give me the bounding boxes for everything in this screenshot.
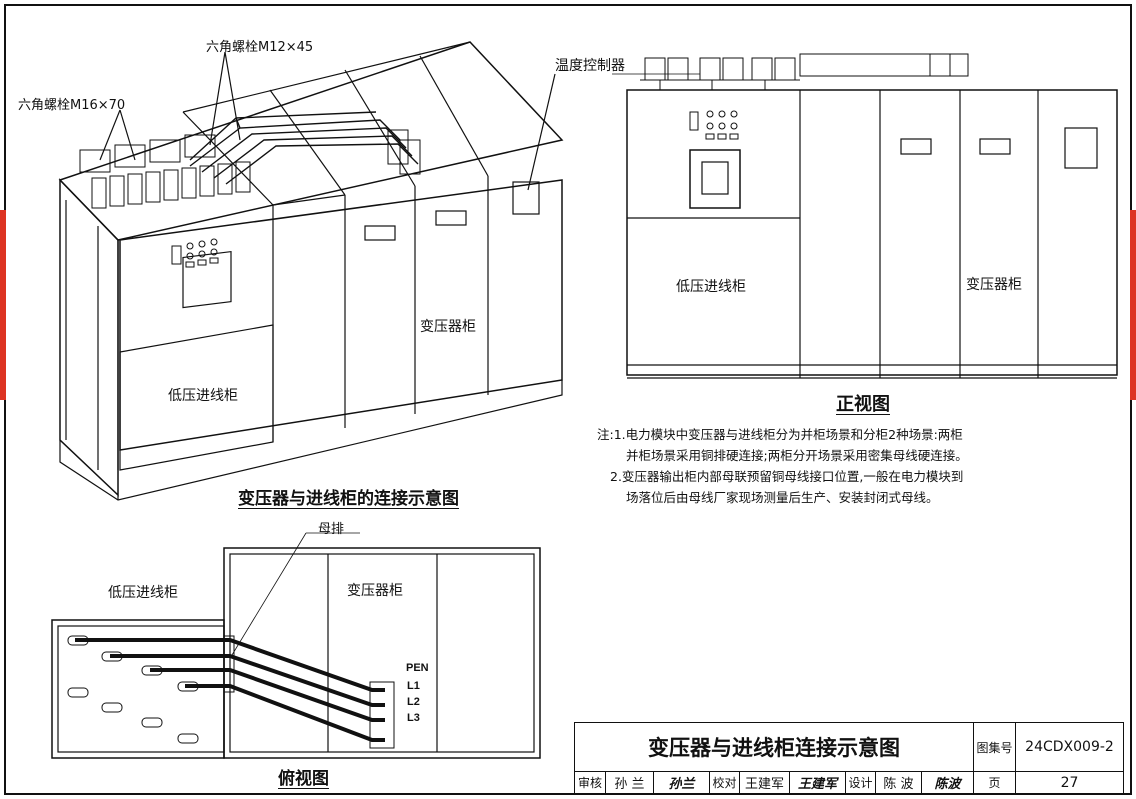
iso-view-drawing xyxy=(58,41,564,501)
front-transformer-cabinet-label: 变压器柜 xyxy=(966,277,1022,293)
terminal-pen-label: PEN xyxy=(406,662,429,674)
checker-signature: 王建军 xyxy=(789,771,845,794)
reviewer-signature: 孙兰 xyxy=(653,771,709,794)
front-lv-cabinet-label: 低压进线柜 xyxy=(676,279,746,295)
busbar-label: 母排 xyxy=(318,522,345,537)
top-view-drawing xyxy=(51,532,541,759)
front-view-title: 正视图 xyxy=(836,394,890,415)
temp-controller-label: 温度控制器 xyxy=(555,58,625,74)
note-line-2: 并柜场景采用铜排硬连接;两柜分开场景采用密集母线硬连接。 xyxy=(626,448,968,463)
checker-name: 王建军 xyxy=(739,771,789,794)
check-label: 校对 xyxy=(709,771,739,794)
top-view-title: 俯视图 xyxy=(278,769,329,789)
iso-view-title: 变压器与进线柜的连接示意图 xyxy=(238,489,459,509)
page-label: 页 xyxy=(973,771,1015,794)
terminal-l1-label: L1 xyxy=(407,680,420,692)
top-transformer-cabinet-label: 变压器柜 xyxy=(347,583,403,599)
review-label: 审核 xyxy=(577,776,602,790)
page-number: 27 xyxy=(1015,771,1123,794)
bolt-m16-label: 六角螺栓M16×70 xyxy=(18,98,126,113)
title-block: 变压器与进线柜连接示意图 图集号 24CDX009-2 审核 孙 兰 孙兰 校对… xyxy=(574,722,1124,794)
front-view-drawing xyxy=(612,53,1118,379)
left-edge-tab xyxy=(0,210,6,400)
reviewer-name: 孙 兰 xyxy=(605,771,653,794)
note-line-3: 2.变压器输出柜内部母联预留铜母线接口位置,一般在电力模块到 xyxy=(610,469,964,484)
iso-transformer-cabinet-label: 变压器柜 xyxy=(420,319,476,335)
top-lv-cabinet-label: 低压进线柜 xyxy=(108,585,178,601)
atlas-no-label: 图集号 xyxy=(973,723,1015,771)
note-line-4: 场落位后由母线厂家现场测量后生产、安装封闭式母线。 xyxy=(626,490,939,505)
designer-name: 陈 波 xyxy=(875,771,921,794)
design-label: 设计 xyxy=(845,771,875,794)
iso-lv-cabinet-label: 低压进线柜 xyxy=(168,388,238,404)
note-line-1: 注:1.电力模块中变压器与进线柜分为并柜场景和分柜2种场景:两柜 xyxy=(597,427,963,442)
bolt-m12-label: 六角螺栓M12×45 xyxy=(206,40,314,55)
terminal-l3-label: L3 xyxy=(407,712,420,724)
right-edge-tab xyxy=(1130,210,1136,400)
atlas-no: 24CDX009-2 xyxy=(1015,723,1123,771)
title-block-divider xyxy=(575,771,1123,772)
terminal-l2-label: L2 xyxy=(407,696,420,708)
designer-signature: 陈波 xyxy=(921,771,973,794)
drawing-title: 变压器与进线柜连接示意图 xyxy=(648,736,900,760)
